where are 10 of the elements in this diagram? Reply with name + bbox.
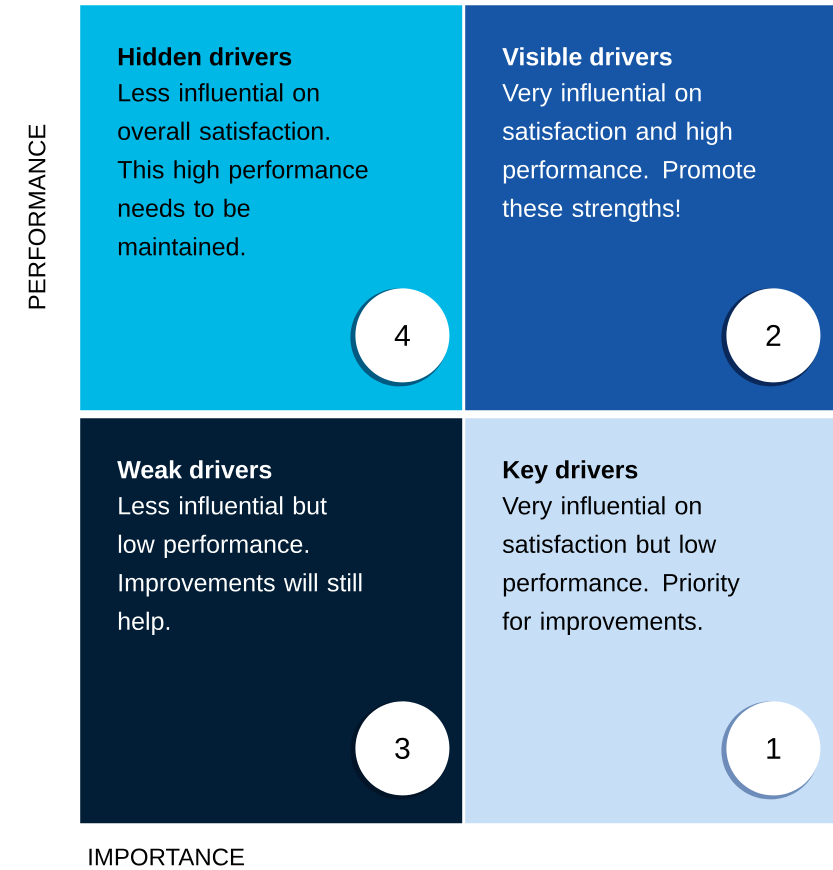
quadrant-description: Very influential on satisfaction and high performance. Promote these strengths! [502,83,756,222]
axis-label: PERFORMANCE [28,124,46,308]
axis-label: IMPORTANCE [89,848,244,866]
quadrant-heading: Visible drivers [502,47,672,66]
quadrant-heading: Hidden drivers [118,47,292,66]
quadrant-description: Less influential but low performance. Improvements will still help. [118,496,362,635]
quadrant-heading: Key drivers [504,460,638,484]
quadrant-heading: Weak drivers [117,460,272,479]
quadrant-description: Very influential on satisfaction but low performance. Priority for improvements. [502,496,740,635]
quadrant-description: Less influential on overall satisfaction. This high performance needs to be maintained. [118,83,368,256]
